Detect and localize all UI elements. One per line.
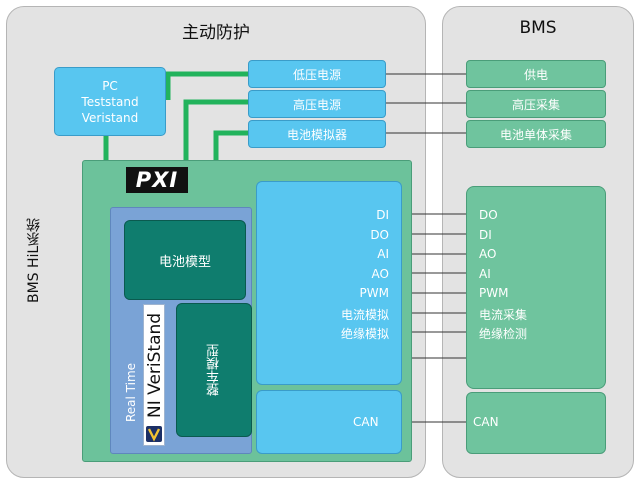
bms-title: BMS — [519, 18, 557, 38]
pxi-logo: PXI — [126, 167, 188, 193]
bms-can-label: CAN — [473, 415, 499, 429]
ni-veristand-logo: NI VeriStand — [143, 304, 165, 446]
bms-cell-acquisition-label: 电池单体采集 — [499, 127, 572, 142]
battery-model-box: 电池模型 — [124, 220, 246, 300]
active-protection-title: 主动防护 — [182, 23, 250, 43]
pxi-can-module: CAN — [256, 390, 402, 454]
pxi-signal-ai: AI — [377, 247, 389, 261]
bms-supply-label: 供电 — [523, 67, 548, 82]
pxi-can-label: CAN — [353, 415, 379, 429]
veristand-emblem-icon — [146, 426, 162, 442]
battery-model-label: 电池模型 — [158, 254, 211, 270]
pc-to-lowvolt-connector — [165, 71, 248, 100]
pc-box: PC Teststand Veristand — [54, 67, 166, 136]
bms-signal-pwm: PWM — [479, 286, 509, 300]
pxi-signal-pwm: PWM — [359, 286, 389, 300]
bms-hv-acquisition-box: 高压采集 — [466, 90, 606, 118]
pc-label: PC — [102, 78, 118, 93]
bms-hv-acquisition-label: 高压采集 — [511, 97, 560, 112]
bms-can-module: CAN — [466, 392, 606, 454]
real-time-label: Real Time — [124, 362, 138, 422]
vehicle-model-box: 整车模型 — [176, 303, 252, 437]
bms-signal-di: DI — [479, 228, 492, 242]
pxi-signal-do: DO — [370, 228, 389, 242]
battery-simulator-box: 电池模拟器 — [248, 120, 386, 148]
veristand-label: Veristand — [81, 110, 139, 125]
ni-veristand-wordmark: NI VeriStand — [145, 312, 165, 418]
high-voltage-power-box: 高压电源 — [248, 90, 386, 118]
pxi-signal-ao: AO — [371, 267, 389, 281]
bms-signal-current-acq: 电流采集 — [479, 308, 528, 322]
bms-supply-box: 供电 — [466, 60, 606, 88]
high-voltage-power-label: 高压电源 — [292, 97, 341, 112]
pxi-signal-insulation-sim: 绝缘模拟 — [340, 327, 389, 341]
low-voltage-power-box: 低压电源 — [248, 60, 386, 88]
vehicle-model-label: 整车模型 — [206, 344, 222, 396]
bms-cell-acquisition-box: 电池单体采集 — [466, 120, 606, 148]
pxi-signal-di: DI — [376, 208, 389, 222]
low-voltage-power-label: 低压电源 — [292, 67, 341, 82]
bms-signal-insulation-detect: 绝缘检测 — [479, 327, 528, 341]
pxi-to-highvolt-connector — [183, 99, 248, 160]
bms-signal-do: DO — [479, 208, 498, 222]
pxi-signal-current-sim: 电流模拟 — [340, 308, 389, 322]
bms-io-module: DO DI AO AI PWM 电流采集 绝缘检测 — [466, 186, 606, 389]
teststand-label: Teststand — [81, 94, 139, 109]
pxi-io-module: DI DO AI AO PWM 电流模拟 绝缘模拟 — [256, 181, 402, 385]
bms-signal-ao: AO — [479, 247, 497, 261]
bms-signal-ai: AI — [479, 267, 491, 281]
battery-simulator-label: 电池模拟器 — [286, 127, 347, 142]
